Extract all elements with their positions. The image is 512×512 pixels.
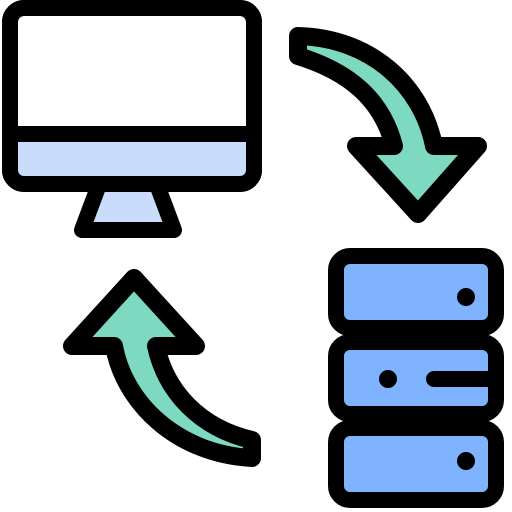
arrow-up-left-body [63,269,261,467]
server-led-2 [379,370,397,388]
server-unit-1 [328,248,504,336]
monitor-icon [2,0,262,238]
arrow-down-right-icon [289,27,487,223]
arrow-up-left-icon [63,269,261,467]
arrow-down-right-body [289,27,487,223]
server-icon [328,248,504,508]
server-unit-3 [328,420,504,508]
monitor-outline [2,0,262,192]
server-led-3 [457,452,475,470]
server-led-1 [457,288,475,306]
